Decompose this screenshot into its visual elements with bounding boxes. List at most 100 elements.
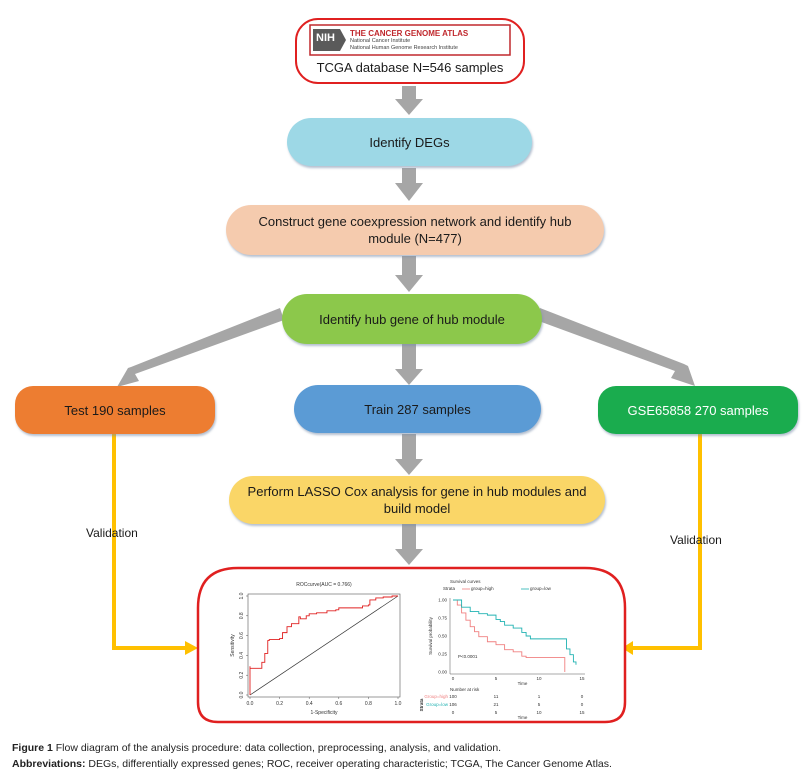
risk-row-value: 5	[538, 702, 541, 707]
roc-title: ROCcurve(AUC = 0.766)	[296, 582, 352, 588]
survival-curve-high	[453, 599, 566, 672]
risk-xtick-label: 15	[579, 710, 585, 715]
survival-xtick-label: 0	[452, 676, 455, 681]
roc-ytick-label: 0.2	[239, 672, 245, 679]
roc-xtick-label: 0.4	[306, 701, 313, 707]
logo-line1: National Cancer Institute	[350, 38, 411, 44]
tcga-database-label: TCGA database N=546 samples	[316, 60, 504, 75]
survival-curve-low	[453, 599, 577, 665]
validation-arrow-right-head	[622, 641, 633, 655]
risk-row-value: 100	[449, 694, 457, 699]
risk-row-name: Group=high	[424, 694, 448, 699]
risk-xtick-label: 0	[452, 710, 455, 715]
risk-xtick-label: 10	[536, 710, 542, 715]
abbreviations-text: DEGs, differentially expressed genes; RO…	[85, 758, 612, 770]
survival-ytick-label: 0.50	[438, 634, 447, 639]
legend-high-label: group=high	[471, 586, 494, 591]
abbreviations-label: Abbreviations:	[12, 758, 86, 770]
risk-table-title: Number at risk	[450, 687, 480, 692]
step-test-label: Test 190 samples	[64, 402, 166, 418]
roc-xtick-label: 0.2	[276, 701, 283, 707]
step-lasso-cox: Perform LASSO Cox analysis for gene in h…	[229, 476, 605, 524]
survival-xtick-label: 15	[579, 676, 585, 681]
tcga-logo: NIH THE CANCER GENOME ATLAS National Can…	[313, 28, 508, 54]
arrow-tcga-to-degs	[395, 86, 423, 115]
risk-xtick-label: 5	[495, 710, 498, 715]
arrow-degs-to-construct	[395, 168, 423, 201]
step-test-samples: Test 190 samples	[15, 386, 215, 434]
validation-arrows	[112, 433, 702, 650]
roc-ytick-label: 0.4	[239, 652, 245, 659]
survival-xlabel: Time	[518, 681, 528, 686]
arrow-lasso-to-results	[395, 524, 423, 565]
figure-label: Figure 1	[12, 742, 53, 754]
step-train-samples: Train 287 samples	[294, 385, 541, 433]
roc-ytick-label: 0.0	[239, 691, 245, 698]
step-gse-label: GSE65858 270 samples	[627, 402, 769, 418]
arrow-hub-to-train	[395, 344, 423, 385]
roc-reference-line	[249, 595, 399, 696]
roc-xtick-label: 0.6	[335, 701, 342, 707]
nih-badge-text: NIH	[316, 32, 335, 44]
step-identify-hub-gene-label: Identify hub gene of hub module	[319, 311, 505, 327]
legend-low-label: group=low	[530, 586, 552, 591]
arrow-hub-to-test	[117, 308, 284, 387]
roc-ylabel: Sensitivity	[230, 634, 236, 657]
risk-strata-label: Strata	[419, 698, 424, 711]
results-box-border	[196, 566, 627, 724]
step-construct-line1: Construct gene coexpression network and …	[258, 214, 572, 229]
arrow-hub-to-gse	[536, 308, 695, 386]
step-lasso-line1: Perform LASSO Cox analysis for gene in h…	[247, 484, 587, 499]
survival-title: Survival curves	[450, 579, 481, 584]
survival-xtick-label: 5	[495, 676, 498, 681]
validation-arrow-left	[112, 433, 190, 650]
step-construct-network: Construct gene coexpression network and …	[226, 205, 604, 255]
arrow-train-to-lasso	[395, 434, 423, 475]
flow-arrows	[117, 86, 695, 565]
figure-caption: Figure 1 Flow diagram of the analysis pr…	[12, 742, 501, 754]
risk-row-name: Group=low	[426, 702, 449, 707]
survival-ytick-label: 0.75	[438, 616, 447, 621]
nih-badge-shape	[313, 29, 346, 51]
survival-pvalue: P<0.0001	[458, 654, 478, 659]
risk-row-value: 106	[449, 702, 457, 707]
roc-xtick-label: 1.0	[395, 701, 402, 707]
validation-label-left: Validation	[86, 526, 138, 540]
step-construct-line2: module (N=477)	[368, 231, 462, 246]
logo-title: THE CANCER GENOME ATLAS	[350, 29, 469, 38]
roc-chart: ROCcurve(AUC = 0.766) 0.0 0.2 0.4 0.6 0.8 1.0 0…	[230, 582, 402, 716]
risk-row-value: 0	[581, 702, 584, 707]
survival-xtick-label: 10	[536, 676, 542, 681]
risk-row-value: 1	[538, 694, 541, 699]
validation-arrow-left-head	[185, 641, 198, 655]
roc-ytick-label: 0.6	[239, 632, 245, 639]
survival-ytick-label: 1.00	[438, 598, 447, 603]
risk-row-value: 11	[494, 694, 499, 699]
roc-ytick-label: 1.0	[239, 592, 245, 599]
risk-xlabel: Time	[518, 715, 528, 720]
arrow-construct-to-hub	[395, 256, 423, 292]
step-identify-degs-label: Identify DEGs	[369, 134, 450, 150]
step-gse-samples: GSE65858 270 samples	[598, 386, 798, 434]
step-lasso-line2: build model	[383, 501, 451, 516]
survival-ylabel: Survival probability	[428, 616, 433, 655]
step-identify-hub-gene: Identify hub gene of hub module	[282, 294, 542, 344]
step-train-label: Train 287 samples	[364, 401, 471, 417]
validation-label-right: Validation	[670, 533, 722, 547]
abbreviations: Abbreviations: DEGs, differentially expr…	[12, 758, 612, 770]
risk-row-value: 0	[581, 694, 584, 699]
roc-xtick-label: 0.8	[365, 701, 372, 707]
roc-plot-frame	[247, 593, 401, 698]
validation-arrow-right	[628, 433, 702, 650]
logo-line2: National Human Genome Research Institute	[350, 45, 458, 51]
step-identify-degs: Identify DEGs	[287, 118, 532, 166]
survival-ytick-label: 0.25	[438, 652, 447, 657]
risk-row-value: 21	[493, 702, 499, 707]
roc-xtick-label: 0.0	[247, 701, 254, 707]
survival-ytick-label: 0.00	[438, 670, 447, 675]
figure-text: Flow diagram of the analysis procedure: …	[52, 742, 502, 754]
roc-xlabel: 1-Specificity	[311, 710, 338, 716]
roc-curve	[249, 595, 398, 695]
